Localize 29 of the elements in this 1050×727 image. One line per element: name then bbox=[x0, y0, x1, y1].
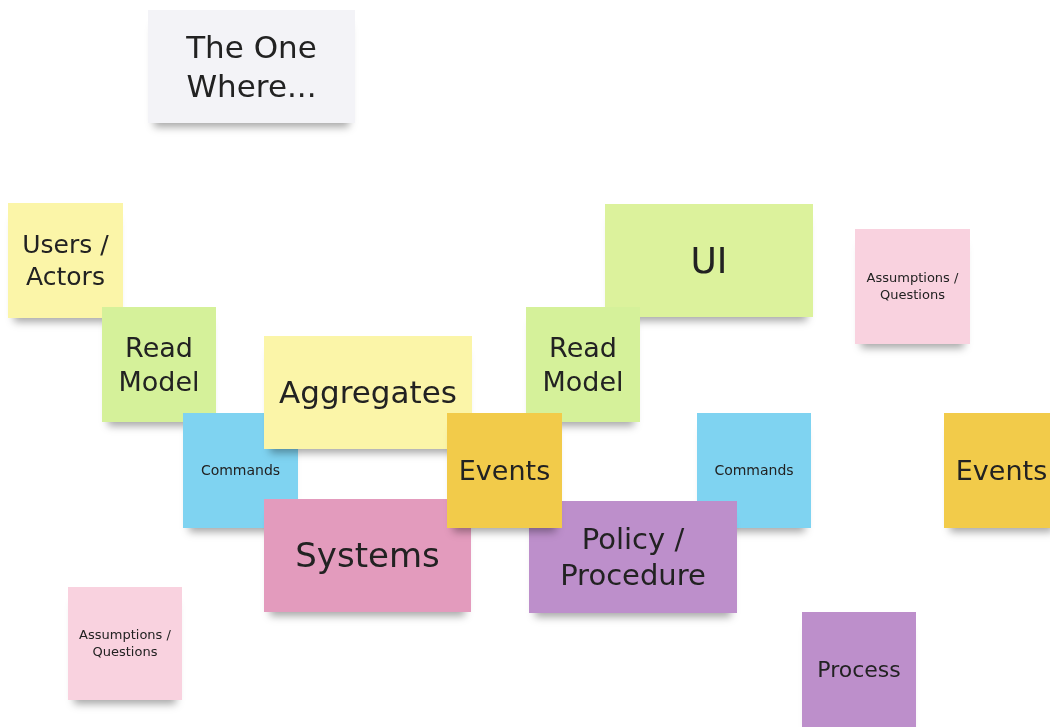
sticky-note bbox=[526, 307, 640, 422]
sticky-note bbox=[148, 10, 355, 123]
note-text: Assumptions / Questions bbox=[865, 270, 960, 303]
note-text: Commands bbox=[200, 461, 281, 480]
note-text: Users / Actors bbox=[21, 229, 110, 292]
note-text: Process bbox=[817, 655, 901, 684]
sticky-note bbox=[802, 612, 916, 727]
sticky-note bbox=[697, 413, 811, 528]
note-text: Policy / Procedure bbox=[559, 520, 707, 594]
note-text: The One Where... bbox=[185, 27, 318, 106]
note-text: Assumptions / Questions bbox=[78, 627, 172, 660]
note-text: Commands bbox=[714, 461, 794, 480]
note-text: UI bbox=[690, 239, 728, 283]
sticky-note bbox=[102, 307, 216, 422]
note-text: Systems bbox=[295, 534, 440, 577]
sticky-note bbox=[529, 501, 737, 613]
sticky-note bbox=[447, 413, 562, 528]
sticky-note bbox=[944, 413, 1050, 528]
note-text: Events bbox=[955, 453, 1048, 488]
sticky-note bbox=[855, 229, 970, 344]
sticky-note bbox=[264, 499, 471, 612]
note-text: Events bbox=[458, 453, 551, 488]
sticky-note bbox=[605, 204, 813, 317]
sticky-note bbox=[68, 587, 182, 700]
note-text: Aggregates bbox=[279, 373, 457, 412]
sticky-note bbox=[264, 336, 472, 449]
note-text: Read Model bbox=[117, 330, 201, 399]
note-text: Read Model bbox=[541, 330, 625, 399]
sticky-note bbox=[8, 203, 123, 318]
